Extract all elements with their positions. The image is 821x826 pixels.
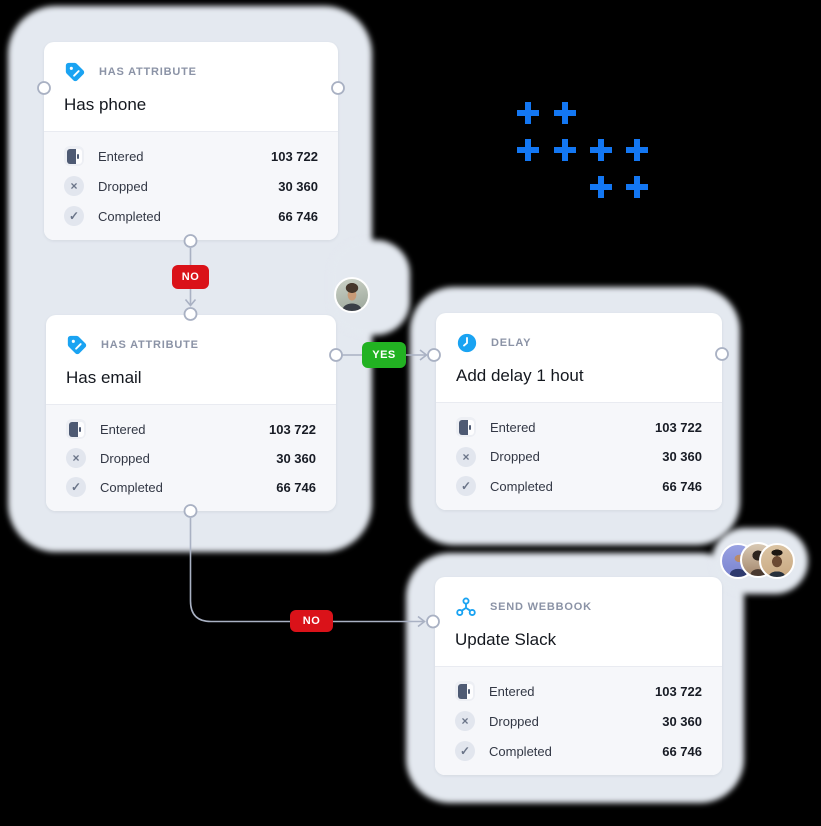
node-header: HAS ATTRIBUTE Has email xyxy=(46,315,336,404)
stat-label: Entered xyxy=(98,148,144,164)
node-card-delay[interactable]: DELAY Add delay 1 hout Entered 103 722 ×… xyxy=(436,313,722,510)
stat-value: 30 360 xyxy=(662,449,702,464)
stat-label: Entered xyxy=(490,419,536,435)
stat-label: Dropped xyxy=(490,449,540,464)
node-header: HAS ATTRIBUTE Has phone xyxy=(44,42,338,131)
completed-check-icon: ✓ xyxy=(66,477,86,497)
stat-value: 66 746 xyxy=(278,208,318,224)
completed-check-icon: ✓ xyxy=(456,476,476,496)
plus-icon xyxy=(590,176,612,198)
node-header: DELAY Add delay 1 hout xyxy=(436,313,722,402)
node-type-label: HAS ATTRIBUTE xyxy=(101,339,199,351)
webhook-icon xyxy=(455,596,477,618)
stat-row-dropped: × Dropped 30 360 xyxy=(64,175,318,197)
stat-row-completed: ✓ Completed 66 746 xyxy=(455,740,702,762)
stat-value: 66 746 xyxy=(662,478,702,494)
tag-icon xyxy=(64,61,86,83)
node-type-label: DELAY xyxy=(491,337,532,349)
stat-row-completed: ✓ Completed 66 746 xyxy=(456,475,702,497)
port-top[interactable] xyxy=(183,307,198,321)
plus-icon xyxy=(517,139,539,161)
node-title: Has email xyxy=(66,368,142,387)
node-stats: Entered 103 722 × Dropped 30 360 ✓ Compl… xyxy=(46,404,336,511)
stat-row-completed: ✓ Completed 66 746 xyxy=(66,476,316,498)
clock-icon xyxy=(456,332,478,354)
entered-door-icon xyxy=(456,417,476,437)
node-header: SEND WEBBOOK Update Slack xyxy=(435,577,722,666)
stat-label: Completed xyxy=(490,478,553,494)
node-card-update-slack[interactable]: SEND WEBBOOK Update Slack Entered 103 72… xyxy=(435,577,722,775)
port-right[interactable] xyxy=(331,81,345,95)
plus-icon xyxy=(554,102,576,124)
plus-icon xyxy=(517,102,539,124)
port-left[interactable] xyxy=(37,81,51,95)
plus-icon xyxy=(590,139,612,161)
stat-row-dropped: × Dropped 30 360 xyxy=(456,446,702,468)
stat-label: Entered xyxy=(489,683,535,699)
completed-check-icon: ✓ xyxy=(455,741,475,761)
dropped-x-icon: × xyxy=(456,446,476,467)
port-right[interactable] xyxy=(329,348,343,362)
node-title: Add delay 1 hout xyxy=(456,366,584,385)
stat-row-dropped: × Dropped 30 360 xyxy=(66,447,316,469)
stat-label: Dropped xyxy=(489,713,539,729)
stat-value: 30 360 xyxy=(662,713,702,729)
edge-label-yes[interactable]: YES xyxy=(362,342,406,368)
node-stats: Entered 103 722 × Dropped 30 360 ✓ Compl… xyxy=(435,666,722,775)
dropped-x-icon: × xyxy=(455,711,475,731)
stat-row-dropped: × Dropped 30 360 xyxy=(455,710,702,732)
stat-row-completed: ✓ Completed 66 746 xyxy=(64,205,318,227)
dropped-x-icon: × xyxy=(66,448,86,468)
node-stats: Entered 103 722 × Dropped 30 360 ✓ Compl… xyxy=(44,131,338,240)
entered-door-icon xyxy=(64,146,84,166)
stat-value: 30 360 xyxy=(278,178,318,194)
dropped-x-icon: × xyxy=(64,176,84,196)
node-type-label: HAS ATTRIBUTE xyxy=(99,66,197,78)
stat-label: Completed xyxy=(489,743,552,759)
stat-value: 66 746 xyxy=(662,743,702,759)
stat-value: 30 360 xyxy=(276,450,316,466)
entered-door-icon xyxy=(66,419,86,439)
stat-label: Completed xyxy=(98,208,161,224)
stat-label: Dropped xyxy=(98,178,148,194)
node-title: Update Slack xyxy=(455,630,557,649)
stat-label: Completed xyxy=(100,479,163,495)
port-bottom[interactable] xyxy=(183,234,198,248)
plus-icon xyxy=(554,139,576,161)
port-left[interactable] xyxy=(426,614,440,629)
completed-check-icon: ✓ xyxy=(64,206,84,226)
entered-door-icon xyxy=(455,681,475,701)
node-title: Has phone xyxy=(64,95,147,114)
node-card-has-phone[interactable]: HAS ATTRIBUTE Has phone Entered 103 722 … xyxy=(44,42,338,240)
plus-icon xyxy=(626,176,648,198)
edge-label-no[interactable]: NO xyxy=(290,610,333,632)
stat-value: 66 746 xyxy=(276,479,316,495)
stat-label: Entered xyxy=(100,421,146,437)
port-right[interactable] xyxy=(715,347,729,361)
stat-row-entered: Entered 103 722 xyxy=(64,145,318,167)
stat-row-entered: Entered 103 722 xyxy=(456,416,702,438)
user-avatar xyxy=(334,277,370,313)
port-left[interactable] xyxy=(427,348,441,362)
port-bottom[interactable] xyxy=(183,504,198,518)
stat-row-entered: Entered 103 722 xyxy=(66,418,316,440)
node-card-has-email[interactable]: HAS ATTRIBUTE Has email Entered 103 722 … xyxy=(46,315,336,511)
edge-label-no[interactable]: NO xyxy=(172,265,209,289)
stat-value: 103 722 xyxy=(655,419,702,435)
stat-row-entered: Entered 103 722 xyxy=(455,680,702,702)
stat-value: 103 722 xyxy=(269,421,316,437)
node-type-label: SEND WEBBOOK xyxy=(490,601,592,613)
stat-value: 103 722 xyxy=(271,148,318,164)
user-avatar xyxy=(759,543,795,579)
tag-icon xyxy=(66,334,88,356)
node-stats: Entered 103 722 × Dropped 30 360 ✓ Compl… xyxy=(436,402,722,510)
stat-value: 103 722 xyxy=(655,683,702,699)
plus-icon xyxy=(626,139,648,161)
stat-label: Dropped xyxy=(100,450,150,466)
